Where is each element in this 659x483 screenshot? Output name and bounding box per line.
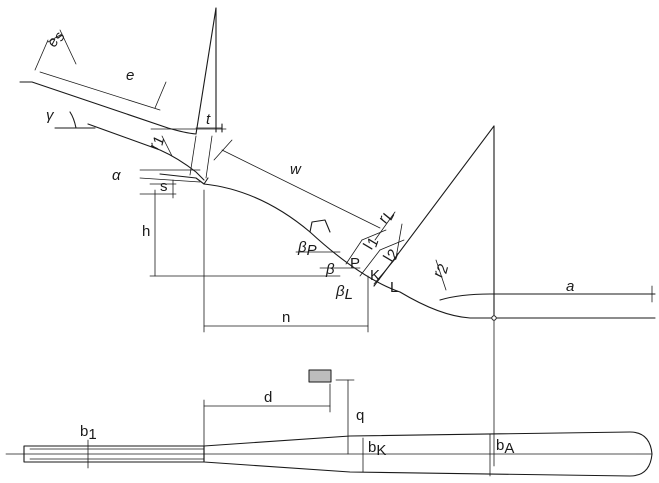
- label-es: es: [44, 27, 69, 51]
- label-L: L: [390, 279, 398, 296]
- label-e: e: [126, 67, 134, 84]
- w-ext-left: [213, 139, 233, 161]
- plan-view: [5, 369, 653, 477]
- landing-plan-outline: [203, 431, 653, 477]
- inrun-track-bottom: [87, 123, 205, 181]
- e-extension-right: [154, 81, 167, 109]
- takeoff-lip: [159, 173, 209, 185]
- takeoff-triangle-left: [195, 7, 217, 135]
- label-r1: r1: [145, 134, 168, 152]
- inrun-track-top: [19, 81, 197, 135]
- label-l1: l1: [360, 235, 383, 253]
- label-ba: bA: [496, 437, 514, 457]
- q-reference-block: [308, 369, 332, 383]
- label-w: w: [290, 161, 302, 178]
- gamma-angle-arc: [69, 111, 77, 129]
- landing-triangle-left: [373, 125, 495, 287]
- es-dimension-line: [47, 33, 63, 43]
- label-beta-p: βP: [297, 239, 317, 259]
- label-b1: b1: [80, 423, 97, 443]
- pk-perp-2: [359, 249, 381, 277]
- beta-p-marker: [309, 219, 331, 233]
- label-beta-l: βL: [335, 283, 353, 303]
- label-K: K: [370, 267, 380, 284]
- profile-view: [19, 7, 656, 467]
- reference-point: [491, 315, 497, 321]
- r1-leader: [161, 135, 173, 157]
- w-dimension-line: [221, 149, 381, 229]
- rl-ext: [395, 223, 403, 259]
- t-leader-2: [205, 135, 213, 179]
- label-rl: rL: [375, 206, 399, 227]
- landing-hill-outrun-top: [439, 293, 656, 301]
- label-r2: r2: [429, 261, 452, 280]
- w-ext-right: [374, 211, 396, 241]
- label-q: q: [356, 407, 364, 424]
- e-extension-left: [34, 39, 49, 71]
- e-dimension-line: [39, 71, 161, 111]
- labels: es e γ t r1 w α s h βP β βL P K L l1 l2 …: [44, 27, 575, 459]
- alpha-leg: [139, 177, 201, 183]
- label-gamma: γ: [46, 107, 55, 124]
- l1-ext: [361, 229, 387, 241]
- label-alpha: α: [112, 167, 121, 184]
- label-beta: β: [325, 261, 335, 278]
- label-n: n: [282, 309, 290, 326]
- es-extension-line: [59, 29, 77, 65]
- label-P: P: [350, 255, 360, 272]
- label-t: t: [206, 111, 211, 128]
- pk-perp-1: [345, 239, 363, 265]
- label-bk: bK: [368, 439, 386, 459]
- l2-ext: [379, 239, 405, 251]
- label-s: s: [160, 178, 168, 195]
- landing-hill-profile: [203, 183, 656, 319]
- label-d: d: [264, 389, 272, 406]
- label-a: a: [566, 278, 574, 295]
- label-h: h: [142, 223, 150, 240]
- t-leader: [189, 135, 197, 176]
- r2-leader: [435, 259, 447, 291]
